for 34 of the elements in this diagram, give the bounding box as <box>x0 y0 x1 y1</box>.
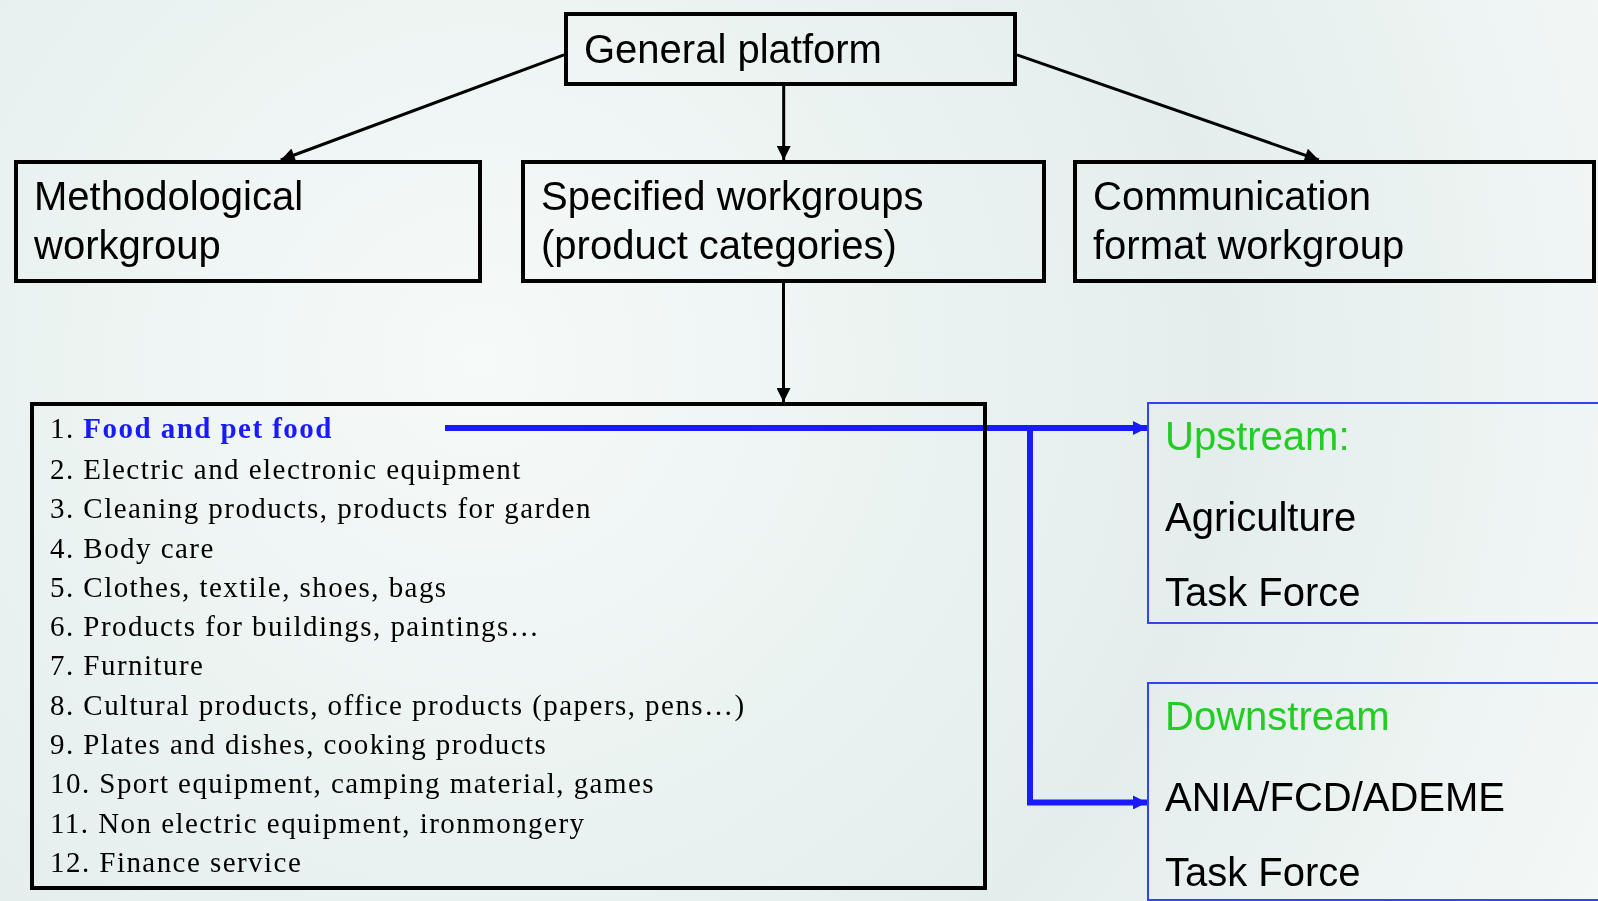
heading: Upstream: <box>1165 413 1351 460</box>
list-item: 2. Electric and electronic equipment <box>50 452 522 487</box>
list-item: 10. Sport equipment, camping material, games <box>50 766 655 802</box>
arrow <box>445 425 1147 810</box>
text-line: ANIA/FCD/ADEME <box>1165 774 1507 821</box>
arrow <box>776 86 791 160</box>
list-item: 9. Plates and dishes, cooking products <box>50 727 548 763</box>
label: Communication format workgroup <box>1093 173 1406 269</box>
text-line: Task Force <box>1165 849 1362 896</box>
task-force-box <box>1147 682 1598 901</box>
list-item: 8. Cultural products, office products (papers, pens…) <box>50 687 746 723</box>
list-item: 7. Furniture <box>50 648 205 684</box>
list-box <box>30 402 987 890</box>
arrow <box>776 283 791 402</box>
list-item: 3. Cleaning products, products for garden <box>50 491 592 527</box>
list-item: 1. Food and pet food <box>50 411 333 446</box>
list-item: 6. Products for buildings, paintings… <box>50 609 541 645</box>
list-item: 5. Clothes, textile, shoes, bags <box>50 569 448 605</box>
label: Methodological workgroup <box>34 173 305 269</box>
text-line: Agriculture <box>1165 494 1358 541</box>
workgroup-box <box>521 160 1046 283</box>
workgroup-box <box>564 12 1017 86</box>
label: Specified workgroups (product categories) <box>541 173 925 269</box>
arrow <box>1016 53 1320 162</box>
workgroup-box <box>14 160 482 283</box>
workgroup-box <box>1073 160 1596 283</box>
heading: Downstream <box>1165 693 1391 740</box>
arrow <box>280 53 565 162</box>
task-force-box <box>1147 402 1598 624</box>
text-line: Task Force <box>1165 569 1362 616</box>
list-item: 4. Body care <box>50 530 215 566</box>
list-item: 12. Finance service <box>50 844 303 880</box>
list-item: 11. Non electric equipment, ironmongery <box>50 805 586 841</box>
label: General platform <box>584 26 883 73</box>
